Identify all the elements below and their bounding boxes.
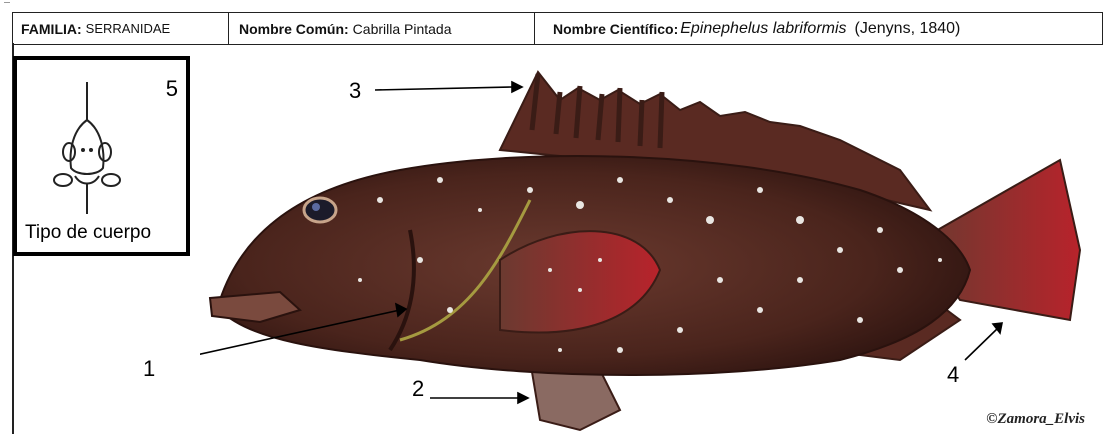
callout-2-label: 2 [412,376,424,402]
nombre-cientifico-cell: Nombre Científico: Epinephelus labriform… [535,13,1102,44]
callout-1-label: 1 [143,356,155,382]
photo-credit: ©Zamora_Elvis [986,411,1085,428]
nombre-comun-label: Nombre Común: [239,21,349,37]
callout-4-label: 4 [947,362,959,388]
nombre-cientifico-label: Nombre Científico: [553,21,678,37]
nombre-cientifico-value: Epinephelus labriformis [680,20,846,38]
familia-value: SERRANIDAE [86,21,171,36]
corner-mark [4,2,10,3]
author-year: (Jenyns, 1840) [855,20,961,38]
fish-eye [304,198,336,222]
familia-cell: FAMILIA: SERRANIDAE [13,13,229,44]
body-shape-icon [47,80,127,220]
header-table: FAMILIA: SERRANIDAE Nombre Común: Cabril… [12,12,1103,45]
nombre-comun-value: Cabrilla Pintada [353,21,452,37]
callout-3-label: 3 [349,78,361,104]
body-type-number: 5 [166,76,178,102]
nombre-comun-cell: Nombre Común: Cabrilla Pintada [229,13,535,44]
body-type-caption: Tipo de cuerpo [25,222,151,244]
fish-illustration [200,60,1100,434]
familia-label: FAMILIA: [21,21,82,37]
body-type-box: 5 Tipo de cuerpo [13,56,190,256]
